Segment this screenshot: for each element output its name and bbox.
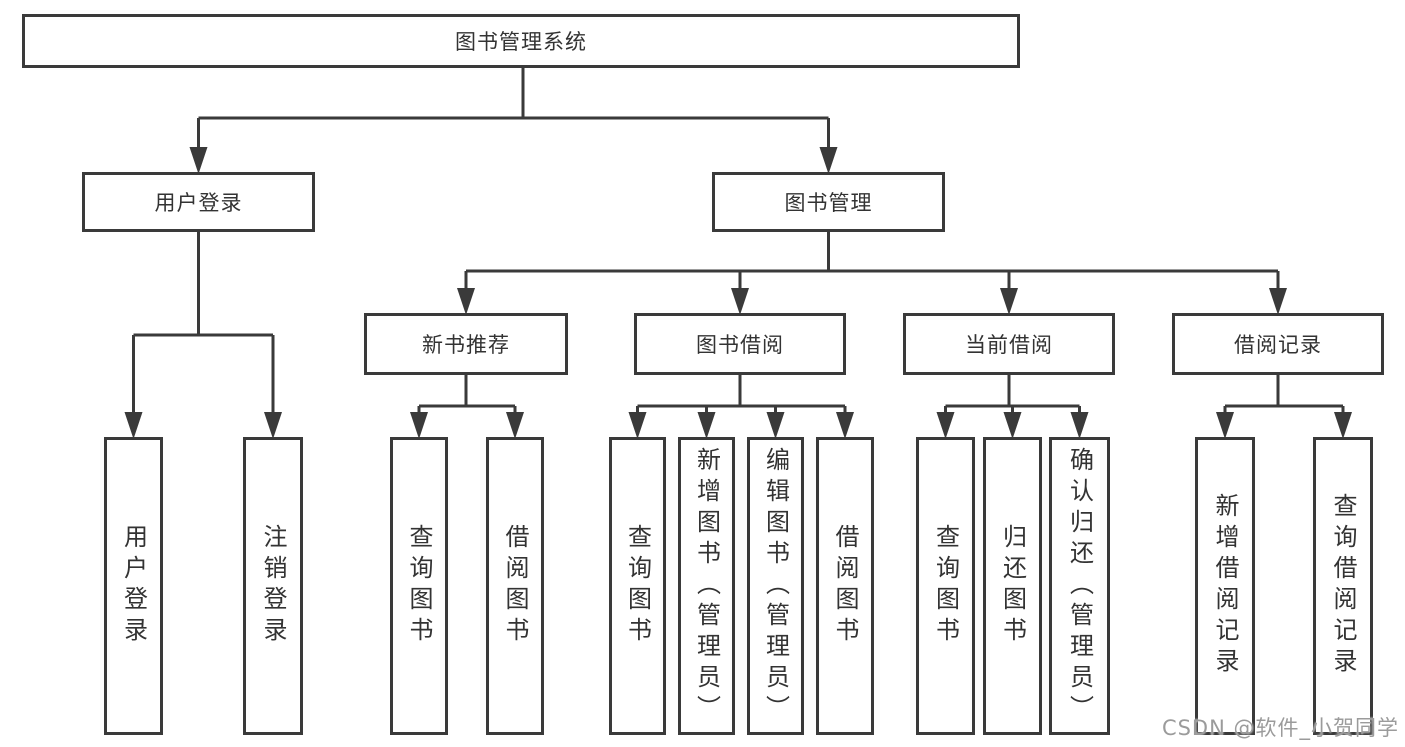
arrow-down-icon (1334, 412, 1352, 439)
node-borrowing-records: 借阅记录 (1172, 313, 1384, 375)
arrow-down-icon (1216, 412, 1234, 439)
arrow-down-icon (410, 412, 428, 439)
node-new-book-recommendation: 新书推荐 (364, 313, 568, 375)
arrow-down-icon (836, 412, 854, 439)
node-book-management: 图书管理 (712, 172, 945, 232)
leaf-borrow-books-recommend: 借阅图书 (486, 437, 544, 735)
arrow-down-icon (1070, 412, 1089, 439)
node-label: 图书管理 (784, 191, 873, 215)
leaf-return-books: 归还图书 (983, 437, 1042, 735)
arrow-down-icon (766, 412, 785, 439)
arrow-down-icon (506, 412, 524, 439)
node-label: 注销登录 (259, 524, 287, 648)
leaf-edit-books-admin: 编辑图书（管理员） (747, 437, 804, 735)
node-label: 查询借阅记录 (1329, 493, 1357, 679)
node-root-library-management-system: 图书管理系统 (22, 14, 1020, 68)
node-label: 借阅图书 (831, 524, 859, 648)
node-label: 新增借阅记录 (1211, 493, 1239, 679)
leaf-borrow-books-borrowing: 借阅图书 (816, 437, 874, 735)
node-label: 新书推荐 (422, 333, 510, 357)
leaf-add-borrow-record: 新增借阅记录 (1195, 437, 1255, 735)
connector-root-to-level2 (197, 68, 830, 168)
node-current-borrowing: 当前借阅 (903, 313, 1115, 375)
node-label: 用户登录 (119, 524, 148, 648)
leaf-query-books-recommend: 查询图书 (390, 437, 448, 735)
node-user-login: 用户登录 (82, 172, 315, 232)
connector-newbook-to-leaves (417, 375, 517, 434)
connector-userlogin-to-leaves (132, 232, 275, 434)
leaf-query-borrow-record: 查询借阅记录 (1313, 437, 1373, 735)
leaf-logout: 注销登录 (243, 437, 303, 735)
node-label: 归还图书 (998, 524, 1027, 648)
node-label: 新增图书（管理员） (692, 446, 721, 726)
connector-borrowing-to-leaves (636, 375, 847, 434)
node-label: 图书管理系统 (455, 30, 587, 54)
arrow-down-icon (628, 412, 647, 439)
leaf-add-books-admin: 新增图书（管理员） (678, 437, 735, 735)
arrow-down-icon (1269, 288, 1287, 315)
node-label: 确认归还（管理员） (1065, 446, 1094, 726)
node-label: 查询图书 (405, 524, 433, 648)
node-label: 用户登录 (154, 191, 243, 215)
arrow-down-icon (124, 412, 143, 439)
node-book-borrowing: 图书借阅 (634, 313, 846, 375)
arrow-down-icon (1003, 412, 1022, 439)
arrow-down-icon (264, 412, 282, 439)
arrow-down-icon (189, 147, 208, 174)
node-label: 图书借阅 (696, 333, 784, 357)
leaf-user-login: 用户登录 (104, 437, 163, 735)
node-label: 查询图书 (623, 524, 652, 648)
arrow-down-icon (731, 288, 749, 315)
node-label: 借阅记录 (1234, 333, 1322, 357)
leaf-query-books-borrowing: 查询图书 (609, 437, 666, 735)
leaf-confirm-return-admin: 确认归还（管理员） (1049, 437, 1110, 735)
connector-bookmgmt-to-level3 (464, 232, 1280, 310)
connector-records-to-leaves (1223, 375, 1345, 434)
node-label: 当前借阅 (965, 333, 1053, 357)
arrowheads (124, 147, 1352, 439)
arrow-down-icon (1000, 288, 1018, 315)
node-label: 查询图书 (931, 524, 960, 648)
arrow-down-icon (697, 412, 716, 439)
arrow-down-icon (457, 288, 475, 315)
leaf-query-books-current: 查询图书 (916, 437, 975, 735)
csdn-watermark: CSDN @软件_小贺同学 (1161, 716, 1399, 740)
node-label: 编辑图书（管理员） (761, 446, 790, 726)
arrow-down-icon (936, 412, 955, 439)
node-label: 借阅图书 (501, 524, 529, 648)
arrow-down-icon (819, 147, 838, 174)
